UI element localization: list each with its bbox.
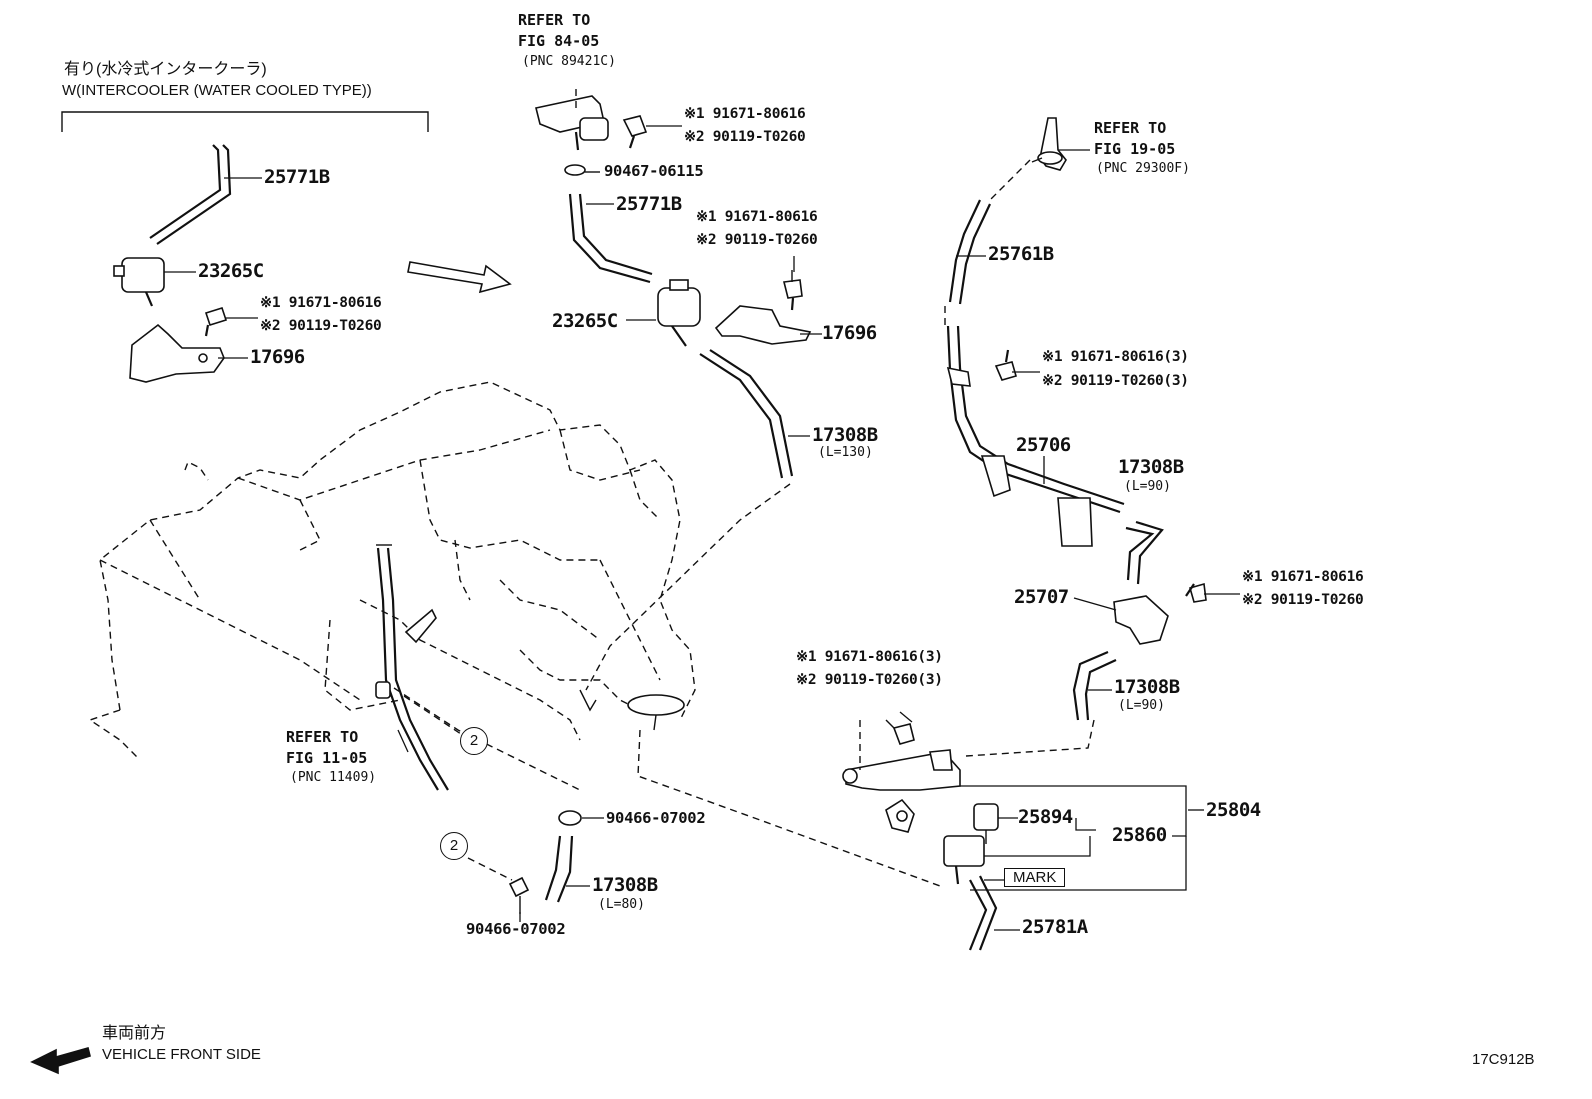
label-23265C-center: 23265C bbox=[552, 310, 618, 332]
hose-17308B-90b bbox=[1072, 650, 1117, 721]
hose-17308B-80 bbox=[544, 835, 574, 903]
hose-17308B-90a bbox=[1125, 520, 1164, 585]
label-bolt-left-1: ※1 91671-80616 bbox=[260, 295, 382, 311]
footer-jp: 車両前方 bbox=[102, 1025, 167, 1042]
pressure-sensor-29300F bbox=[1031, 117, 1067, 171]
dashed-connections bbox=[393, 88, 1095, 887]
header-en: W(INTERCOOLER (WATER COOLED TYPE)) bbox=[62, 82, 372, 99]
ref-fig19-line1: REFER TO bbox=[1094, 119, 1167, 137]
callout-circle-2-lower: 2 bbox=[440, 832, 468, 860]
label-bolt-left-2: ※2 90119-T0260 bbox=[260, 318, 382, 334]
mark-box: MARK bbox=[1004, 868, 1066, 887]
top-bolt bbox=[622, 115, 648, 149]
label-25894: 25894 bbox=[1018, 806, 1073, 828]
label-bolt-top-2: ※2 90119-T0260 bbox=[684, 129, 806, 145]
label-25771B-center: 25771B bbox=[616, 193, 682, 215]
hose-17308B-130 bbox=[699, 349, 794, 479]
callout-circle-2-upper: 2 bbox=[460, 727, 488, 755]
label-25771B-left: 25771B bbox=[264, 166, 330, 188]
header-bracket bbox=[61, 111, 429, 132]
ref-fig11-line1: REFER TO bbox=[286, 728, 359, 746]
label-bolt-right-mid-2: ※2 90119-T0260 bbox=[1242, 592, 1364, 608]
hose-25761B bbox=[948, 199, 991, 305]
pipe-25706 bbox=[946, 325, 1125, 547]
right-upper-bolt bbox=[994, 349, 1017, 381]
direction-arrow bbox=[407, 261, 512, 294]
label-25860: 25860 bbox=[1112, 824, 1167, 846]
diagram-code: 17C912B bbox=[1472, 1051, 1535, 1068]
center-hose-25771B bbox=[568, 193, 653, 284]
label-25761B: 25761B bbox=[988, 243, 1054, 265]
label-25706: 25706 bbox=[1016, 434, 1071, 456]
label-17308B-130: 17308B bbox=[812, 424, 878, 446]
clip-90466-lower bbox=[508, 876, 530, 914]
label-bolt-top-1: ※1 91671-80616 bbox=[684, 106, 806, 122]
center-vsv-23265C bbox=[657, 279, 701, 347]
label-17308B-80: 17308B bbox=[592, 874, 658, 896]
label-bolt-center-1: ※1 91671-80616 bbox=[696, 209, 818, 225]
label-90466-upper: 90466-07002 bbox=[606, 809, 706, 827]
ref-fig84-line1: REFER TO bbox=[518, 11, 591, 29]
bracket-25707 bbox=[1113, 595, 1169, 645]
left-bracket-17696 bbox=[129, 323, 225, 383]
label-23265C-left: 23265C bbox=[198, 260, 264, 282]
label-17308B-90a: 17308B bbox=[1118, 456, 1184, 478]
label-bolt-right-upper-2: ※2 90119-T0260(3) bbox=[1042, 373, 1189, 389]
center-bracket-17696 bbox=[714, 305, 812, 345]
header-jp: 有り(水冷式インタークーラ) bbox=[64, 61, 267, 78]
engine-outline bbox=[88, 381, 696, 761]
label-bolt-center-2: ※2 90119-T0260 bbox=[696, 232, 818, 248]
label-25707: 25707 bbox=[1014, 586, 1069, 608]
leader-lines bbox=[164, 125, 1240, 931]
label-length-80: (L=80) bbox=[598, 897, 645, 912]
front-side-arrow bbox=[30, 1047, 91, 1075]
hose-25781A bbox=[968, 875, 998, 951]
label-length-90a: (L=90) bbox=[1124, 479, 1171, 494]
label-25781A: 25781A bbox=[1022, 916, 1088, 938]
ref-fig84-line2: FIG 84-05 bbox=[518, 32, 600, 50]
label-bolt-lower-1: ※1 91671-80616(3) bbox=[796, 649, 943, 665]
left-vsv-23265C bbox=[113, 257, 165, 307]
footer-en: VEHICLE FRONT SIDE bbox=[102, 1046, 261, 1063]
label-25804: 25804 bbox=[1206, 799, 1261, 821]
sensor-89421C bbox=[535, 95, 609, 151]
ref-fig19-line2: FIG 19-05 bbox=[1094, 140, 1176, 158]
label-90467-06115: 90467-06115 bbox=[604, 162, 704, 180]
engine-pipe bbox=[375, 544, 449, 791]
label-bolt-right-upper-1: ※1 91671-80616(3) bbox=[1042, 349, 1189, 365]
label-17696-center: 17696 bbox=[822, 322, 877, 344]
left-hose-25771B bbox=[149, 144, 232, 245]
label-bolt-lower-2: ※2 90119-T0260(3) bbox=[796, 672, 943, 688]
vsv-25860 bbox=[943, 835, 985, 885]
right-mid-bolt bbox=[1185, 582, 1207, 603]
label-17308B-90b: 17308B bbox=[1114, 676, 1180, 698]
vsv-25894 bbox=[973, 803, 999, 844]
label-length-130: (L=130) bbox=[818, 445, 873, 460]
ref-fig11-line2: FIG 11-05 bbox=[286, 749, 368, 767]
label-17696-left: 17696 bbox=[250, 346, 305, 368]
bracket-25804 bbox=[842, 749, 961, 833]
center-bolt bbox=[783, 270, 803, 311]
label-bolt-right-mid-1: ※1 91671-80616 bbox=[1242, 569, 1364, 585]
engine-vsv-mount bbox=[579, 689, 685, 731]
ref-fig19-pnc: (PNC 29300F) bbox=[1096, 161, 1190, 176]
clip-90466-upper bbox=[558, 810, 582, 826]
ref-fig84-pnc: (PNC 89421C) bbox=[522, 54, 616, 69]
label-90466-lower: 90466-07002 bbox=[466, 920, 566, 938]
label-length-90b: (L=90) bbox=[1118, 698, 1165, 713]
left-bolt bbox=[204, 307, 228, 337]
clip-90467 bbox=[564, 164, 600, 176]
lower-bolt bbox=[885, 719, 915, 745]
ref-fig11-pnc: (PNC 11409) bbox=[290, 770, 377, 785]
